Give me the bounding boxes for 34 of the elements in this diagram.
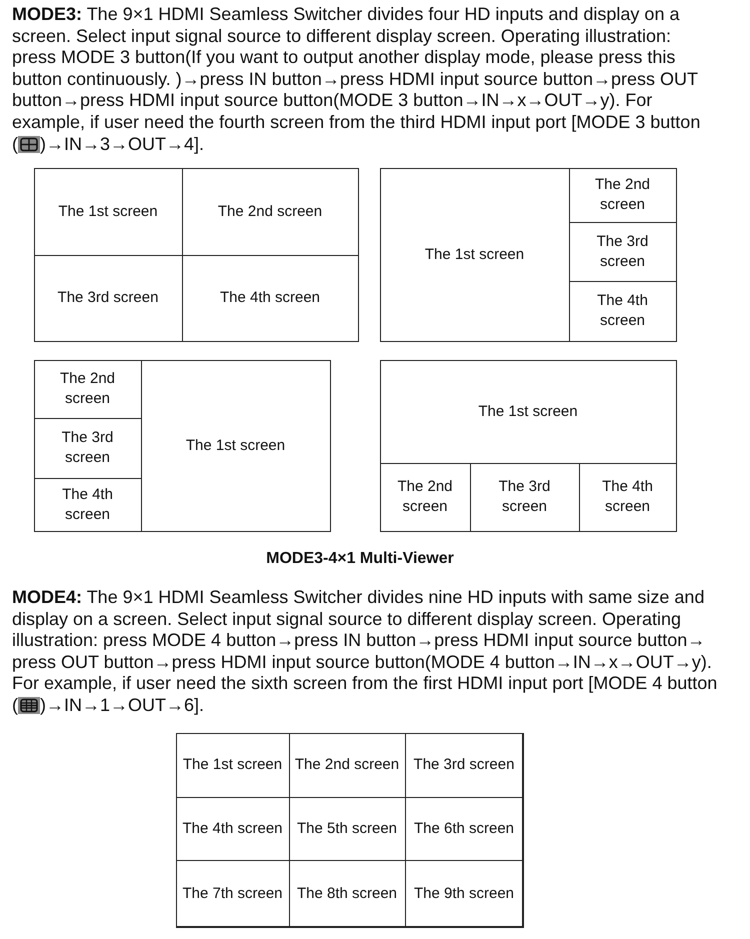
screen-label: The 1st screen — [58, 202, 158, 222]
screen-label: The 3rd screen — [60, 428, 114, 468]
screen-label: The 2nd screen — [218, 202, 322, 222]
caption: MODE3-4×1 Multi-Viewer — [265, 550, 455, 568]
screen-label: The 3rd screen — [414, 755, 514, 775]
screen-label: The 1st screen — [182, 755, 282, 775]
screen-label: The 3rd screen — [58, 288, 158, 308]
screen-label: The 3rd screen — [596, 232, 650, 272]
screen-label: The 1st screen — [478, 402, 578, 422]
screen-cell — [404, 860, 524, 928]
screen-label: The 4th screen — [182, 818, 283, 838]
screen-label: The 4th screen — [601, 477, 654, 517]
screen-label: The 4th screen — [596, 291, 649, 331]
screen-label: The 4th screen — [220, 288, 320, 308]
screen-label: The 4th screen — [61, 484, 114, 524]
screen-label: The 9th screen — [414, 884, 514, 904]
screen-label: The 2nd screen — [58, 369, 116, 409]
instruction-paragraph: MODE4: The 9×1 HDMI Seamless Switcher divides nine HD inputs with same size and display on a screen. Select input signal source to different display screen. Operating illustration: press MODE 4 button→press IN button→press HDMI input source button→ press OUT button→press HDMI input source button(MODE 4 button→IN→x→OUT→y). For example, if user need the sixth screen from the first HDMI input port [MODE 4 button — [12, 587, 718, 695]
screen-label: The 7th screen — [182, 884, 283, 904]
screen-label: The 2nd screen — [294, 755, 400, 775]
screen-label: The 6th screen — [414, 818, 514, 838]
screen-label: The 2nd screen — [396, 477, 454, 517]
instruction-text: ( — [12, 695, 18, 717]
instruction-text: )→IN→3→OUT→4]. — [40, 134, 204, 156]
screen-label: The 1st screen — [186, 436, 286, 456]
screen-layout-frame — [176, 733, 523, 927]
screen-label: The 8th screen — [296, 884, 398, 904]
instruction-text: ( — [12, 134, 18, 156]
screen-label: The 2nd screen — [594, 175, 652, 215]
screen-label: The 1st screen — [424, 244, 524, 264]
screen-label: The 5th screen — [296, 818, 398, 838]
instruction-paragraph: MODE3: The 9×1 HDMI Seamless Switcher divides four HD inputs and display on a screen. Select input signal source to different display screen. Operating illustration: press MODE 3 button(If you want to output another display mode, please press this button continuously. )→press IN button→press HDMI input source button→press OUT button→press HDMI input source button(MODE 3 button→IN→x→OUT→y). For example, if user need the fourth screen from the third HDMI input port [MODE 3 button — [12, 4, 702, 134]
instruction-text: )→IN→1→OUT→6]. — [40, 695, 204, 717]
screen-label: The 3rd screen — [498, 477, 552, 517]
